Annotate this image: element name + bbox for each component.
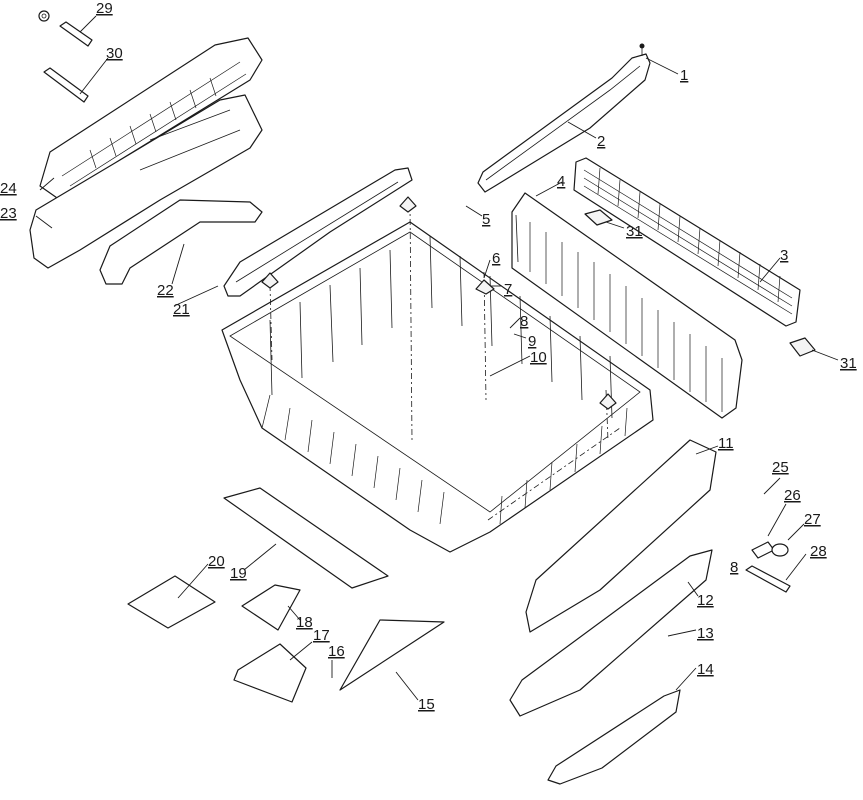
leader-lines [35,15,839,701]
part-27-cap [771,543,789,557]
callout-29: 29 [96,0,113,17]
callout-25: 25 [772,459,789,476]
callout-16: 16 [328,643,345,660]
callout-20: 20 [208,553,225,570]
callout-3: 3 [780,247,788,264]
callout-24: 24 [0,180,17,197]
callout-8: 8 [520,313,528,330]
callout-14: 14 [697,661,714,678]
callout-labels: 1 2 3 4 5 6 7 8 8 9 10 11 12 13 14 15 16… [0,0,857,713]
callout-9: 9 [528,333,536,350]
part-17-plate [233,643,307,703]
callout-28: 28 [810,543,827,560]
callout-26: 26 [784,487,801,504]
callout-6: 6 [492,250,500,267]
callout-8-lower: 8 [730,559,738,576]
callout-1: 1 [680,67,688,84]
part-14-panel [547,689,681,785]
part-18-plate [241,584,301,631]
part-22-inner-panel [99,199,263,285]
callout-18: 18 [296,614,313,631]
callout-7: 7 [504,281,512,298]
callout-30: 30 [106,45,123,62]
callout-2: 2 [597,133,605,150]
callout-19: 19 [230,565,247,582]
part-3-grille [573,157,801,327]
callout-15: 15 [418,696,435,713]
part-15-bracket [339,619,445,691]
callout-11: 11 [718,435,734,452]
part-30-handle [43,67,89,103]
callout-27: 27 [804,511,821,528]
part-2-rail [477,53,651,193]
part-31-clip-a [584,209,613,226]
callout-13: 13 [697,625,714,642]
part-4-tailgate [511,192,743,419]
part-29-handle [59,21,93,47]
part-28-bracket [745,565,791,593]
part-31-clip-b [789,337,816,357]
callout-12: 12 [697,592,714,609]
callout-21: 21 [173,301,190,318]
part-21-rail [223,167,413,297]
alignment-lines [269,204,621,521]
callout-5: 5 [482,211,490,228]
callout-17: 17 [313,627,330,644]
part-12-panel [509,549,713,717]
part-7-bumper [475,279,495,295]
part-10-bed-tub [221,221,654,553]
callout-31: 31 [626,223,643,240]
bumper-center [399,196,417,213]
part-23-side-panel [29,94,263,269]
callout-23: 23 [0,205,17,222]
part-19-plate [223,487,389,589]
callout-4: 4 [557,173,565,190]
part-29-washer [38,10,50,22]
part-1-fastener [639,43,645,56]
part-20-plate [127,575,216,629]
bumper-left [261,272,279,289]
part-26-pin [751,541,775,559]
part-11-panel [525,439,717,633]
callout-22: 22 [157,282,174,299]
callout-10: 10 [530,349,547,366]
callout-31-lower: 31 [840,355,857,372]
bumper-right [599,393,617,410]
